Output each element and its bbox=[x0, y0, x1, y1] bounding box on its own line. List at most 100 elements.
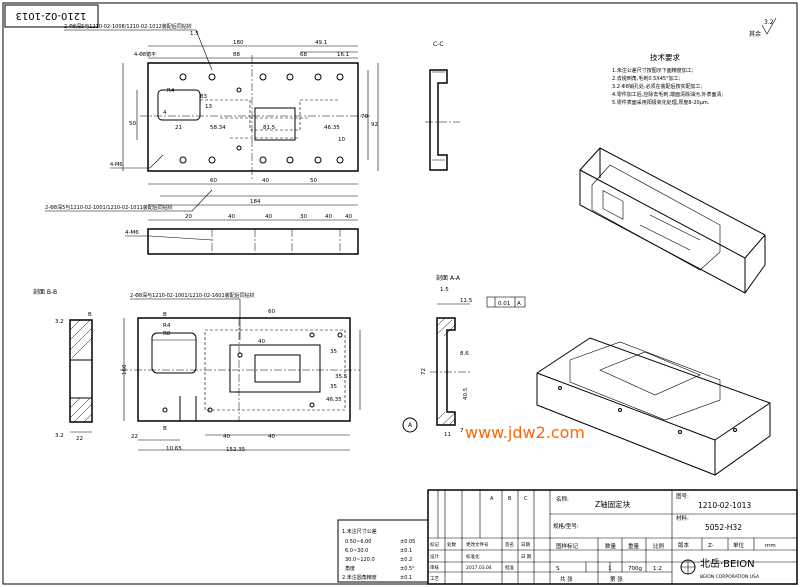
isometric-view-bottom bbox=[536, 337, 771, 476]
svg-text:4-Φ8锪平: 4-Φ8锪平 bbox=[134, 51, 156, 58]
svg-text:±0.5°: ±0.5° bbox=[400, 566, 415, 572]
svg-text:40: 40 bbox=[265, 214, 272, 220]
svg-text:8.6: 8.6 bbox=[460, 351, 469, 357]
svg-text:3.2: 3.2 bbox=[55, 319, 64, 325]
svg-text:72: 72 bbox=[421, 368, 427, 375]
svg-text:角度: 角度 bbox=[345, 565, 355, 572]
svg-text:3.2: 3.2 bbox=[764, 19, 774, 26]
svg-text:1: 1 bbox=[608, 566, 612, 572]
svg-text:11.5: 11.5 bbox=[460, 298, 473, 304]
svg-text:40: 40 bbox=[345, 214, 352, 220]
svg-text:±0.05: ±0.05 bbox=[400, 539, 415, 545]
svg-text:2.未注圆角精度: 2.未注圆角精度 bbox=[342, 574, 377, 581]
svg-text:R8: R8 bbox=[163, 331, 171, 337]
svg-text:1210-02-1013: 1210-02-1013 bbox=[16, 10, 87, 21]
svg-text:1:2: 1:2 bbox=[653, 566, 662, 572]
svg-text:4: 4 bbox=[163, 110, 167, 116]
svg-text:22: 22 bbox=[131, 434, 138, 440]
svg-text:40.5: 40.5 bbox=[463, 387, 469, 400]
isometric-view-top bbox=[579, 147, 766, 294]
svg-text:北岳·BEION: 北岳·BEION bbox=[700, 558, 755, 570]
svg-text:2-Φ8深5与1210-02-1001/1210-02-10: 2-Φ8深5与1210-02-1001/1210-02-1011装配后同钻铰 bbox=[45, 204, 173, 211]
svg-text:7: 7 bbox=[460, 428, 464, 434]
svg-text:A: A bbox=[408, 422, 413, 429]
svg-text:1.5: 1.5 bbox=[440, 287, 449, 293]
svg-text:重量: 重量 bbox=[628, 542, 640, 550]
svg-text:68: 68 bbox=[300, 52, 307, 58]
svg-text:B: B bbox=[88, 312, 92, 318]
svg-text:88: 88 bbox=[233, 52, 240, 58]
svg-text:92: 92 bbox=[371, 122, 378, 128]
front-view: 40 40 30 40 40 20 4-M6 bbox=[125, 214, 359, 255]
svg-text:剖面 B-B: 剖面 B-B bbox=[33, 288, 57, 296]
svg-text:处数: 处数 bbox=[447, 541, 456, 548]
svg-text:40: 40 bbox=[258, 339, 265, 345]
svg-text:13: 13 bbox=[205, 104, 212, 110]
svg-text:700g: 700g bbox=[628, 566, 642, 572]
svg-text:20: 20 bbox=[185, 214, 192, 220]
svg-text:30.0~120.0: 30.0~120.0 bbox=[345, 557, 375, 563]
svg-text:其余: 其余 bbox=[749, 30, 761, 38]
svg-text:工艺: 工艺 bbox=[430, 576, 439, 582]
svg-text:C: C bbox=[524, 496, 528, 502]
svg-text:2-Φ8深5与1210-02-1008/1210-02-10: 2-Φ8深5与1210-02-1008/1210-02-1012装配后同钻铰 bbox=[64, 23, 192, 30]
svg-text:3.2: 3.2 bbox=[55, 433, 64, 439]
svg-text:B: B bbox=[163, 426, 167, 432]
svg-text:2-Φ8深与1210-02-1001/1210-02-160: 2-Φ8深与1210-02-1001/1210-02-1601装配后同钻铰 bbox=[130, 292, 255, 299]
svg-text:4-M6: 4-M6 bbox=[110, 162, 122, 168]
svg-text:1.未注尺寸公差: 1.未注尺寸公差 bbox=[342, 528, 377, 535]
svg-text:16.1: 16.1 bbox=[337, 52, 349, 58]
svg-text:名称:: 名称: bbox=[556, 495, 569, 503]
svg-text:标准化: 标准化 bbox=[466, 553, 480, 560]
svg-text:10: 10 bbox=[338, 137, 345, 143]
svg-text:50: 50 bbox=[129, 121, 136, 127]
svg-text:83: 83 bbox=[200, 94, 207, 100]
svg-text:35.5: 35.5 bbox=[335, 374, 348, 380]
svg-text:A: A bbox=[517, 301, 521, 307]
svg-text:81.5: 81.5 bbox=[263, 125, 276, 131]
svg-text:第 张: 第 张 bbox=[610, 575, 623, 583]
svg-text:60: 60 bbox=[268, 309, 275, 315]
section-aa-view: 剖面 A-A 1.5 11.5 0.01 A 72 40.5 8.6 7 11 … bbox=[402, 274, 526, 438]
svg-text:49.1: 49.1 bbox=[315, 40, 327, 46]
svg-text:6.0~30.0: 6.0~30.0 bbox=[345, 548, 368, 554]
svg-text:技术要求: 技术要求 bbox=[650, 52, 680, 62]
rotated-drawing-number: 1210-02-1013 bbox=[4, 4, 99, 28]
svg-text:设计: 设计 bbox=[430, 553, 439, 560]
svg-text:46.35: 46.35 bbox=[324, 125, 340, 131]
svg-text:Z-: Z- bbox=[708, 543, 714, 549]
svg-text:剖面 A-A: 剖面 A-A bbox=[436, 274, 461, 282]
cc-view: C-C bbox=[425, 41, 460, 171]
svg-text:180: 180 bbox=[233, 40, 244, 46]
svg-text:40: 40 bbox=[268, 434, 275, 440]
svg-text:2017.03.04: 2017.03.04 bbox=[466, 565, 492, 571]
svg-text:160: 160 bbox=[122, 364, 128, 375]
svg-text:5.零件表面采用阳极氧化处理,厚度8-20μm.: 5.零件表面采用阳极氧化处理,厚度8-20μm. bbox=[612, 99, 710, 106]
svg-text:审核: 审核 bbox=[430, 564, 439, 571]
svg-text:Z轴固定块: Z轴固定块 bbox=[595, 499, 631, 509]
svg-text:1.5: 1.5 bbox=[190, 31, 199, 37]
svg-text:S: S bbox=[556, 566, 560, 572]
svg-text:比例: 比例 bbox=[653, 542, 665, 550]
svg-text:材料:: 材料: bbox=[676, 514, 689, 522]
svg-text:21: 21 bbox=[175, 125, 182, 131]
svg-text:10.65: 10.65 bbox=[166, 446, 182, 452]
svg-text:40: 40 bbox=[262, 178, 269, 184]
svg-text:11: 11 bbox=[444, 432, 451, 438]
svg-text:35: 35 bbox=[330, 384, 337, 390]
svg-text:58.34: 58.34 bbox=[210, 125, 226, 131]
svg-text:日 期: 日 期 bbox=[521, 554, 532, 560]
svg-text:1210-02-1013: 1210-02-1013 bbox=[698, 501, 751, 510]
svg-text:152.35: 152.35 bbox=[226, 447, 246, 453]
svg-text:184: 184 bbox=[250, 199, 261, 205]
surface-roughness-note: 其余 3.2 bbox=[749, 17, 777, 38]
svg-text:数量: 数量 bbox=[605, 542, 617, 550]
svg-text:更改文件号: 更改文件号 bbox=[466, 541, 489, 548]
svg-text:签名: 签名 bbox=[505, 541, 514, 548]
section-view: R8 R4 60 40 35 35 46.35 35.5 22 10.65 15… bbox=[120, 292, 361, 453]
svg-text:35: 35 bbox=[330, 349, 337, 355]
top-view-holes bbox=[179, 73, 344, 164]
svg-text:60: 60 bbox=[210, 178, 217, 184]
svg-text:46.35: 46.35 bbox=[326, 397, 342, 403]
